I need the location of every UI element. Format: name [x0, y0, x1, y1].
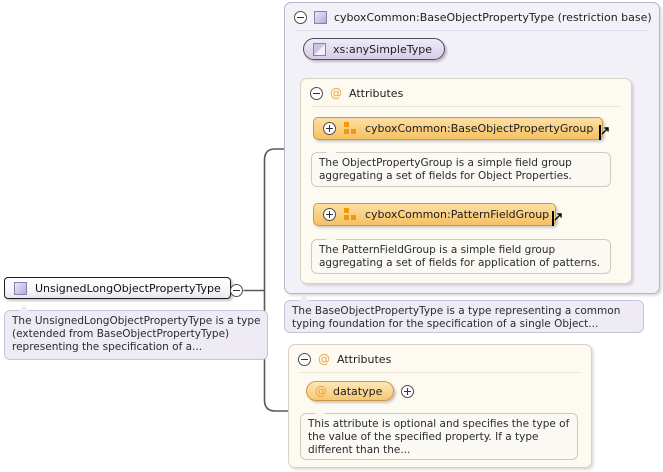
base-type-documentation: The BaseObjectPropertyType is a type rep… — [284, 295, 644, 333]
inherited-attributes-divider — [311, 106, 621, 107]
attribute-datatype-label: datatype — [333, 384, 383, 398]
group-expand-toggle[interactable] — [323, 208, 336, 221]
base-type-divider — [295, 30, 649, 31]
attribute-group-label: cyboxCommon:PatternFieldGroup — [365, 208, 550, 221]
attribute-group-pattern-field-group[interactable]: cyboxCommon:PatternFieldGroup — [313, 203, 562, 226]
external-link-icon[interactable] — [552, 211, 562, 226]
attribute-datatype-documentation-text: This attribute is optional and specifies… — [308, 418, 570, 456]
attribute-datatype[interactable]: @ datatype — [306, 381, 395, 401]
left-node-collapse-toggle[interactable] — [230, 284, 243, 297]
own-attributes-divider — [299, 372, 581, 373]
inherited-attributes-collapse-toggle[interactable] — [310, 86, 323, 100]
external-link-wrapper[interactable] — [552, 211, 562, 226]
base-simple-type-label: xs:anySimpleType — [333, 42, 432, 56]
doc-notch — [326, 234, 337, 240]
base-simple-type-pill[interactable]: xs:anySimpleType — [303, 38, 445, 60]
attribute-group-documentation-2: The PatternFieldGroup is a simple field … — [311, 234, 611, 274]
attribute-group-documentation-text-1: The ObjectPropertyGroup is a simple fiel… — [319, 157, 572, 182]
base-type-header: cyboxCommon:BaseObjectPropertyType (rest… — [285, 3, 659, 25]
base-type-documentation-text: The BaseObjectPropertyType is a type rep… — [292, 305, 621, 330]
left-node-documentation-text: The UnsignedLongObjectPropertyType is a … — [12, 315, 261, 353]
inherited-attributes-title: Attributes — [349, 86, 404, 100]
attribute-group-base-object-property-group[interactable]: cyboxCommon:BaseObjectPropertyGroup — [313, 117, 609, 140]
own-attributes-header: @ Attributes — [289, 345, 591, 367]
attribute-group-icon — [344, 208, 357, 221]
doc-notch — [315, 408, 326, 414]
at-icon: @ — [330, 86, 342, 100]
simple-type-icon — [313, 42, 326, 56]
group-expand-toggle[interactable] — [323, 122, 336, 135]
external-link-icon[interactable] — [599, 125, 609, 140]
doc-notch — [299, 295, 310, 301]
at-icon: @ — [318, 352, 330, 366]
inherited-attributes-header: @ Attributes — [301, 79, 631, 101]
attribute-group-icon — [344, 122, 357, 135]
complex-type-icon — [314, 10, 327, 24]
attribute-group-documentation-1: The ObjectPropertyGroup is a simple fiel… — [311, 147, 611, 187]
base-type-title: cyboxCommon:BaseObjectPropertyType (rest… — [334, 10, 652, 24]
attribute-group-documentation-text-2: The PatternFieldGroup is a simple field … — [319, 244, 601, 269]
left-node-documentation: The UnsignedLongObjectPropertyType is a … — [4, 305, 268, 360]
attribute-datatype-expand-toggle[interactable] — [401, 384, 415, 398]
node-label: UnsignedLongObjectPropertyType — [35, 281, 221, 295]
own-attributes-collapse-toggle[interactable] — [298, 352, 311, 366]
at-icon: @ — [315, 384, 327, 398]
own-attributes-title: Attributes — [337, 352, 392, 366]
attribute-group-label: cyboxCommon:BaseObjectPropertyGroup — [365, 122, 594, 135]
attribute-datatype-row: @ datatype — [306, 381, 415, 401]
external-link-wrapper[interactable] — [599, 125, 609, 140]
complex-type-icon — [14, 281, 27, 295]
doc-notch — [326, 147, 337, 153]
node-unsigned-long-object-property-type[interactable]: UnsignedLongObjectPropertyType — [4, 277, 231, 299]
attribute-datatype-documentation: This attribute is optional and specifies… — [300, 408, 578, 460]
doc-notch — [19, 305, 30, 311]
base-type-collapse-toggle[interactable] — [294, 10, 307, 24]
